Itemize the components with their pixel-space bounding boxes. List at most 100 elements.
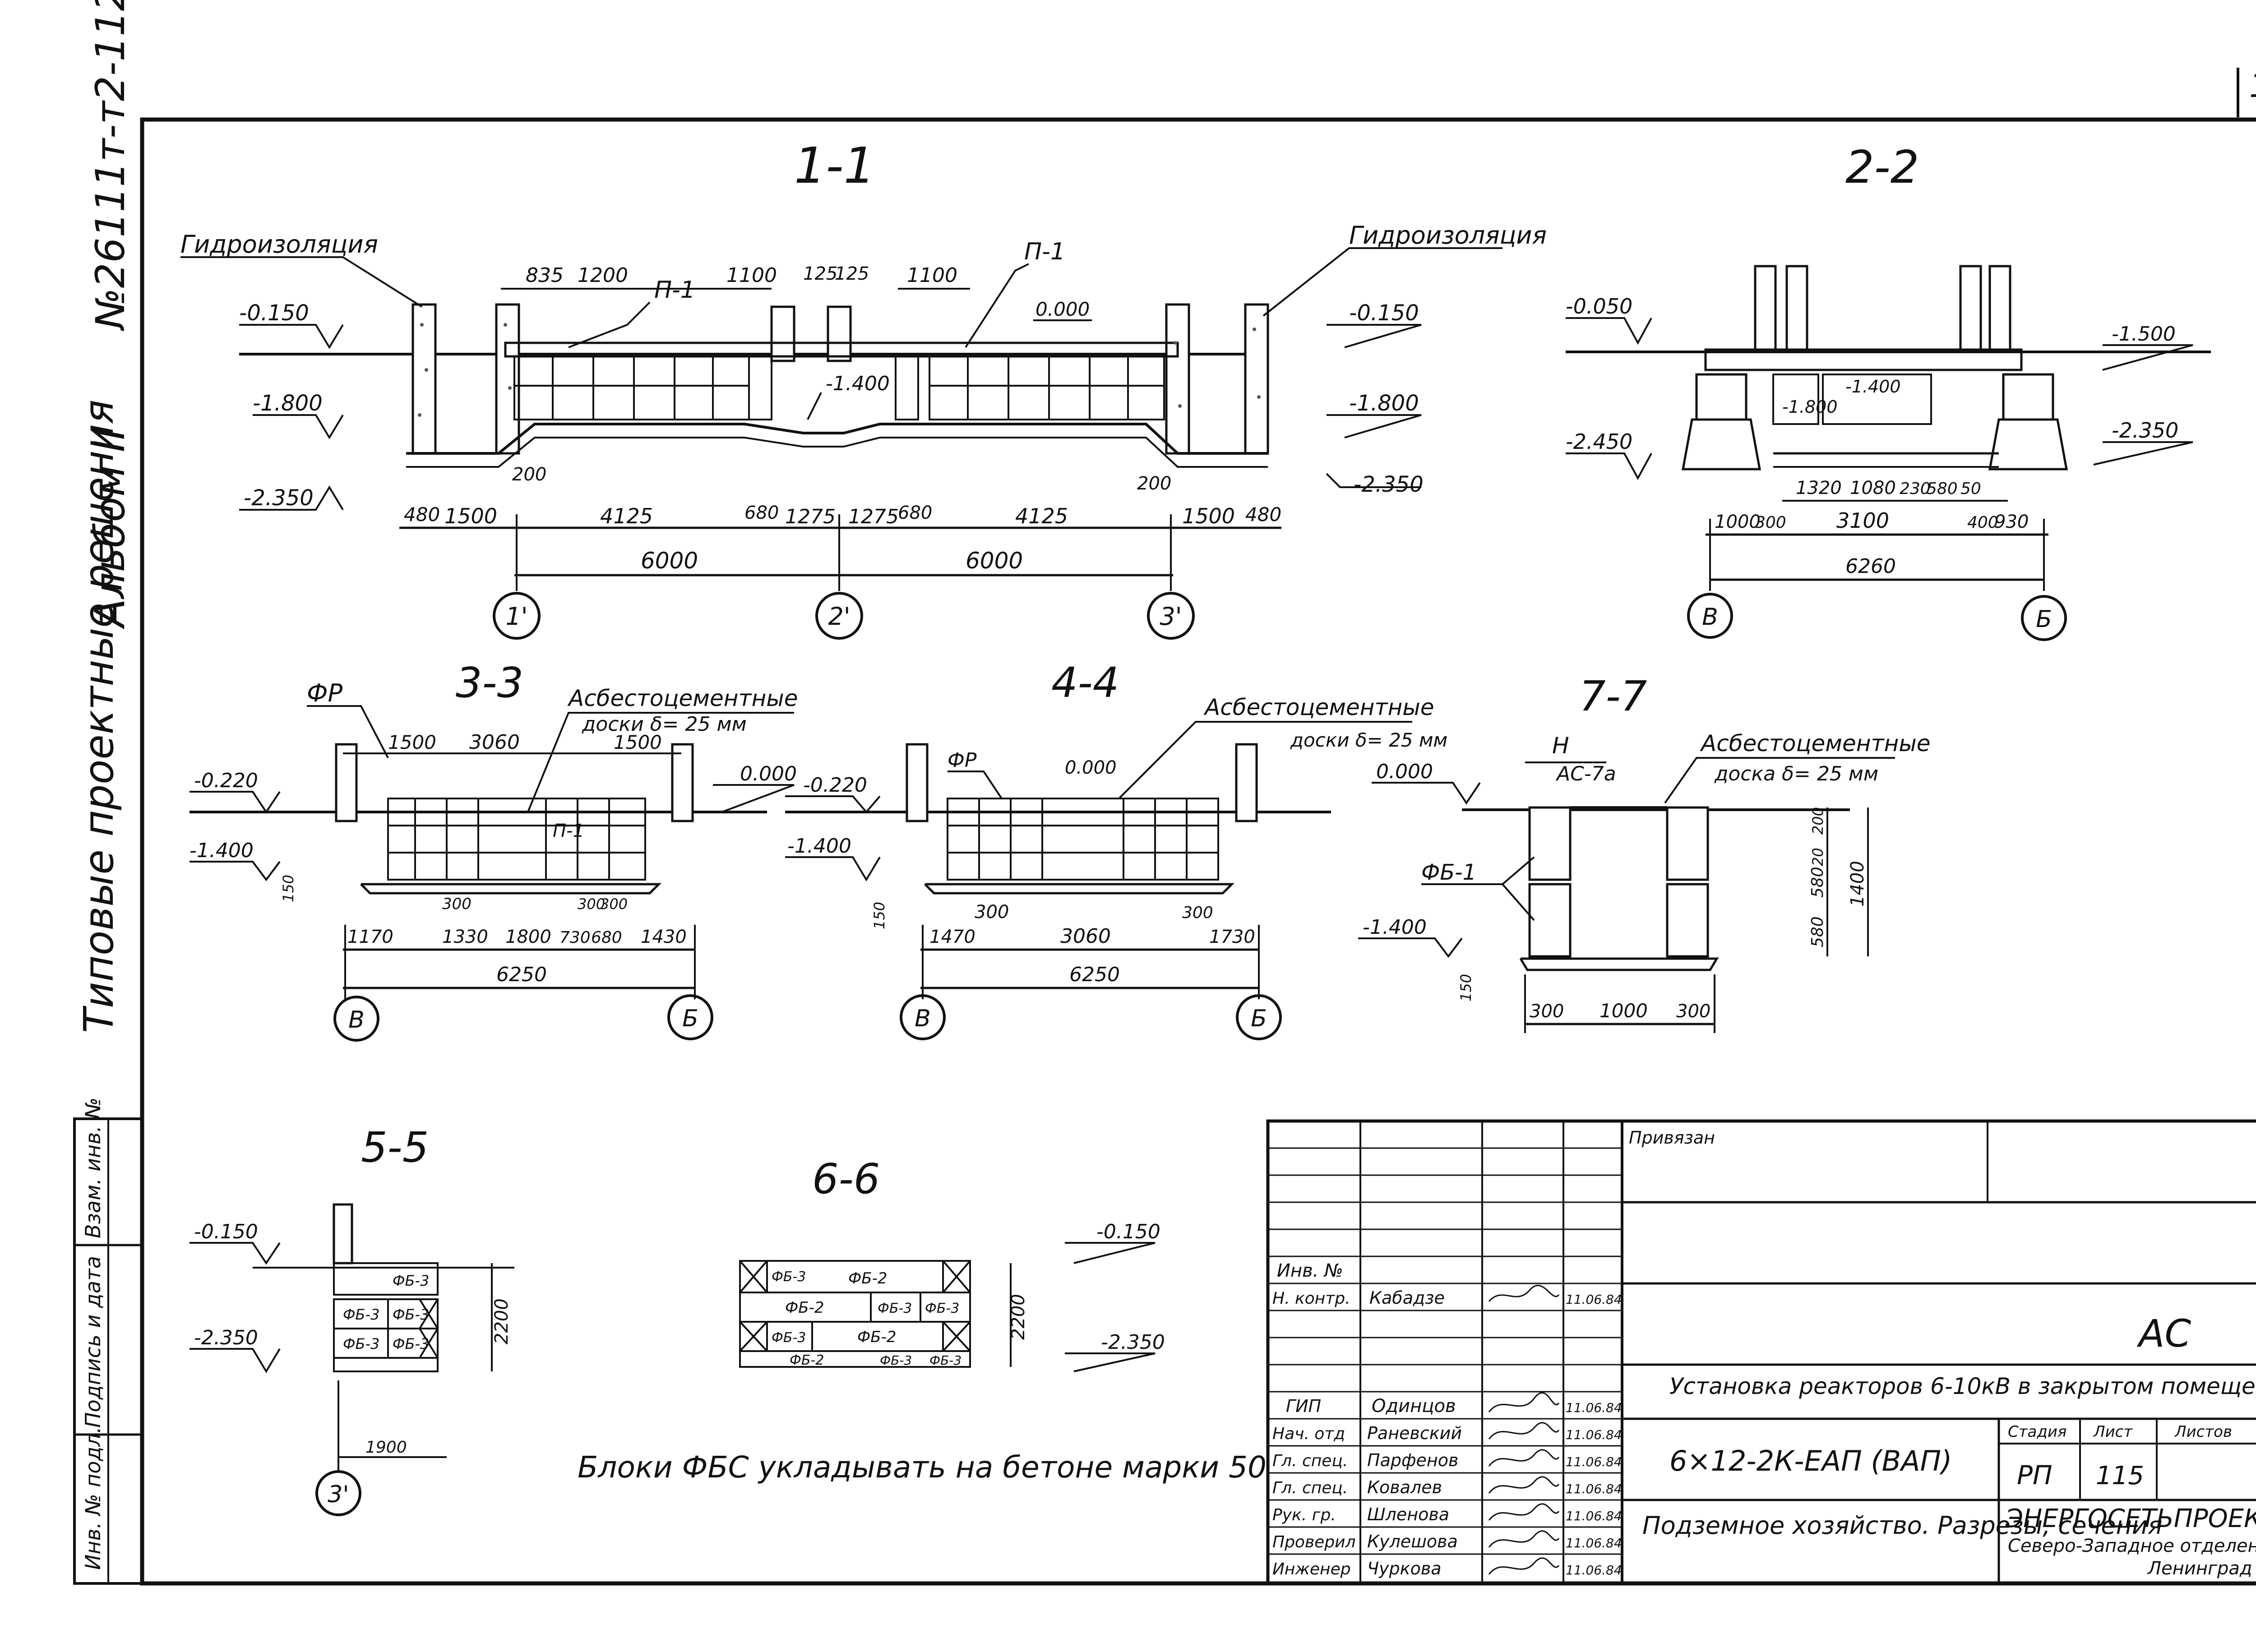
lvl-2450: -2.450 (1566, 429, 1632, 454)
signature-row-7: Инженер Чуркова 11.06.84 (1272, 1557, 1622, 1578)
svg-text:730: 730 (559, 928, 591, 947)
dim-77-200: 200 (1809, 807, 1826, 835)
lvl-1400-22: -1.400 (1845, 377, 1901, 397)
axis-v-33: В (348, 1006, 365, 1034)
asb-44-a: Асбестоцементные (1203, 694, 1434, 720)
dim-6000a: 6000 (641, 548, 698, 574)
side-code: №26111т-т2-112 (87, 0, 134, 331)
dim-200b: 200 (1137, 473, 1171, 494)
fb3-55-e: ФБ-3 (393, 1335, 429, 1352)
svg-text:11.06.84: 11.06.84 (1566, 1509, 1622, 1523)
svg-text:230: 230 (1900, 480, 1931, 498)
privyazan: Привязан (1629, 1128, 1715, 1148)
fr-44: ФР (948, 749, 977, 772)
dim-44-300a: 300 (975, 902, 1009, 923)
org-city: Ленинград (2147, 1558, 2252, 1579)
dim-33-300a: 300 (442, 895, 472, 913)
svg-text:1275: 1275 (785, 505, 836, 528)
dim-44-150: 150 (871, 902, 888, 929)
dim-2200-55: 2200 (491, 1298, 512, 1344)
lvl-1400-44: -1.400 (787, 835, 851, 858)
dim-bottom-4-4: 1470 3060 1730 (929, 925, 1255, 948)
gidro-right: Гидроизоляция (1349, 221, 1547, 249)
svg-text:Одинцов: Одинцов (1372, 1396, 1456, 1417)
lvl-2350-left: -2.350 (244, 485, 314, 511)
dim-top-2-2: 1320 1080 230 580 50 (1796, 478, 1981, 498)
svg-text:ФБ-2: ФБ-2 (785, 1299, 824, 1317)
svg-text:300: 300 (1755, 513, 1786, 532)
svg-text:1000: 1000 (1600, 1000, 1648, 1022)
svg-text:Н. контр.: Н. контр. (1272, 1289, 1350, 1308)
dim-6260: 6260 (1845, 555, 1896, 578)
signature-row-2: Нач. отд Раневский 11.06.84 (1272, 1422, 1622, 1443)
svg-text:11.06.84: 11.06.84 (1566, 1563, 1622, 1578)
dim-6000b: 6000 (966, 548, 1023, 574)
svg-text:4125: 4125 (1015, 504, 1068, 528)
svg-text:ФБ-3: ФБ-3 (880, 1353, 912, 1368)
left-stamp-strip: Взам. инв. № Подпись и дата Инв. № подл. (73, 1098, 143, 1585)
dim-1900-55: 1900 (365, 1438, 407, 1457)
object-name: Установка реакторов 6-10кВ в закрытом по… (1669, 1373, 2256, 1399)
svg-text:480: 480 (1245, 503, 1281, 526)
svg-text:Проверил: Проверил (1272, 1533, 1356, 1551)
svg-text:Шленова: Шленова (1367, 1504, 1449, 1524)
dim-33-1500b: 1500 (614, 731, 662, 753)
section-6-6: 6-6 -0.150 -2.350 ФБ-3 ФБ-2 ФБ-2 ФБ-3 ФБ… (739, 1155, 1165, 1372)
stamp-inv: Инв. № подл. (81, 1427, 105, 1570)
svg-text:930: 930 (1994, 512, 2029, 532)
dim-bottom-3-3: 1170 1330 1800 730 680 1430 (347, 927, 687, 947)
ac-77: АС-7а (1555, 762, 1616, 785)
svg-text:Чуркова: Чуркова (1367, 1559, 1442, 1578)
dim-33-300b: 300 (578, 895, 605, 913)
title-block: Привязан Инв. № Н. контр. Кабадзе 11.06.… (1266, 1119, 2256, 1585)
svg-text:11.06.84: 11.06.84 (1566, 1292, 1622, 1307)
stamp-podpis: Подпись и дата (81, 1256, 105, 1428)
blocks-6-6: ФБ-3 ФБ-2 ФБ-2 ФБ-3 ФБ-3 ФБ-3 ФБ-2 ФБ-2 … (772, 1269, 962, 1368)
lvl-1800-right: -1.800 (1349, 391, 1419, 416)
axis-b-22: Б (2036, 606, 2052, 633)
dim-6250-33: 6250 (496, 963, 547, 986)
section-3-3: 3-3 ФР Асбестоцементные доски δ= 25 мм 1… (190, 659, 798, 1042)
section-3-3-title: 3-3 (456, 659, 523, 707)
svg-text:Кабадзе: Кабадзе (1369, 1288, 1445, 1308)
svg-text:Кулешова: Кулешова (1367, 1532, 1458, 1551)
svg-text:4125: 4125 (600, 504, 653, 528)
side-margin: №26111т-т2-112 Альбом II Типовые проектн… (75, 0, 134, 1033)
inv-no: Инв. № (1277, 1260, 1343, 1281)
lvl-0220-44: -0.220 (803, 774, 867, 797)
dim-chain-1-1: 480 1500 4125 680 1275 1275 680 4125 150… (404, 503, 1281, 528)
lvl-1500: -1.500 (2112, 323, 2176, 346)
asb-44-b: доски δ= 25 мм (1290, 729, 1447, 751)
dim-2200-66: 2200 (1008, 1294, 1029, 1340)
svg-text:1320: 1320 (1796, 478, 1842, 498)
org-branch: Северо-Западное отделение (2008, 1536, 2256, 1556)
dim-33-3060: 3060 (469, 731, 520, 754)
fb3-55-c: ФБ-3 (393, 1306, 429, 1323)
dim-77-580b: 580 (1808, 916, 1827, 947)
dim-1100a: 1100 (726, 264, 777, 287)
side-series: Типовые проектные решения (75, 400, 123, 1033)
svg-text:1500: 1500 (444, 504, 497, 528)
lvl-2350-55: -2.350 (194, 1326, 258, 1349)
svg-text:1500: 1500 (1182, 504, 1235, 528)
lvl-0000-33: 0.000 (740, 762, 797, 785)
construction-note: Блоки ФБС укладывать на бетоне марки 50 (578, 1450, 1267, 1485)
dim-125a: 125 (803, 263, 837, 284)
dim-77-1400: 1400 (1847, 861, 1868, 907)
svg-text:300: 300 (1530, 1001, 1564, 1022)
fb1-77: ФБ-1 (1421, 860, 1476, 885)
svg-text:ФБ-3: ФБ-3 (772, 1330, 806, 1346)
svg-text:1730: 1730 (1209, 927, 1255, 947)
sheet-title: Подземное хозяйство. Разрезы, сечения (1642, 1511, 2162, 1540)
sheet-value: 115 (2096, 1461, 2144, 1490)
section-4-4: 4-4 ФР Асбестоцементные доски δ= 25 мм -… (785, 659, 1447, 1040)
svg-text:Парфенов: Парфенов (1367, 1450, 1458, 1470)
fb3-55-a: ФБ-3 (393, 1272, 429, 1289)
svg-text:1170: 1170 (347, 927, 393, 947)
svg-text:680: 680 (744, 503, 779, 523)
svg-text:1330: 1330 (442, 927, 488, 947)
dim-1100b: 1100 (907, 264, 957, 287)
svg-text:680: 680 (591, 928, 622, 947)
axis-b-44: Б (1251, 1005, 1267, 1032)
dim-77-150: 150 (1457, 974, 1475, 1001)
